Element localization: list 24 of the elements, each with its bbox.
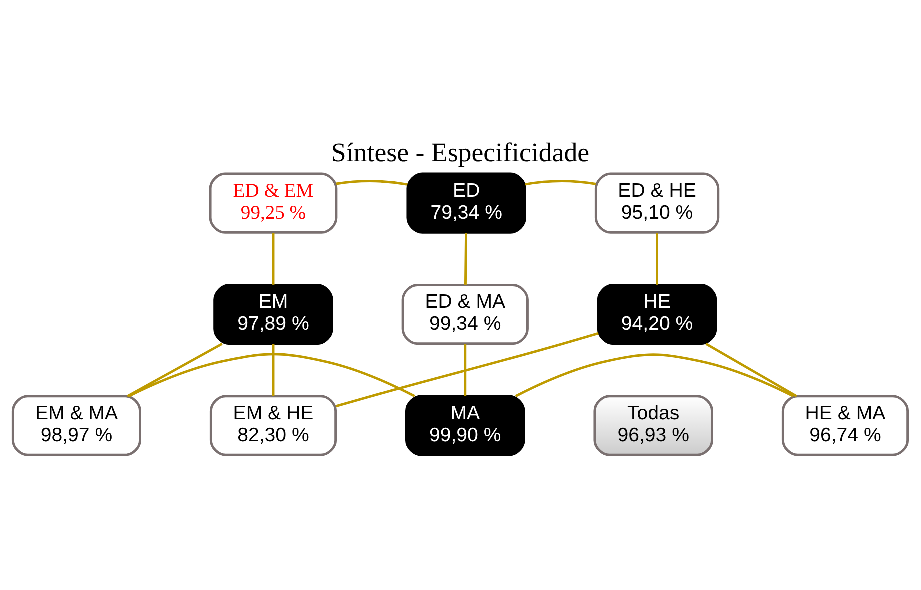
node-box: MA 99,90 % <box>406 395 526 456</box>
node-box: ED 79,34 % <box>406 172 526 234</box>
connector <box>525 180 596 186</box>
connector <box>128 353 416 398</box>
node-box: ED & HE 95,10 % <box>594 172 720 234</box>
diagram-title: Síntese - Especificidade <box>331 137 590 168</box>
connector <box>656 233 658 285</box>
node-box: ED & EM 99,25 % <box>209 172 338 234</box>
connector <box>464 233 468 285</box>
node-box: HE & MA 96,74 % <box>782 395 910 456</box>
node-box: ED & MA 99,34 % <box>402 284 529 346</box>
connector <box>515 354 794 398</box>
node-box: Todas 96,93 % <box>594 395 714 456</box>
connector <box>272 233 275 285</box>
node-box: EM & MA 98,97 % <box>12 395 142 456</box>
connector <box>464 344 467 396</box>
node-box: HE 94,20 % <box>597 284 718 346</box>
node-box: EM 97,89 % <box>214 284 334 346</box>
connector <box>706 343 798 398</box>
connector <box>127 343 223 398</box>
node-box: EM & HE 82,30 % <box>210 395 338 456</box>
connector <box>272 344 275 396</box>
connector <box>336 180 408 186</box>
connector <box>336 332 599 408</box>
